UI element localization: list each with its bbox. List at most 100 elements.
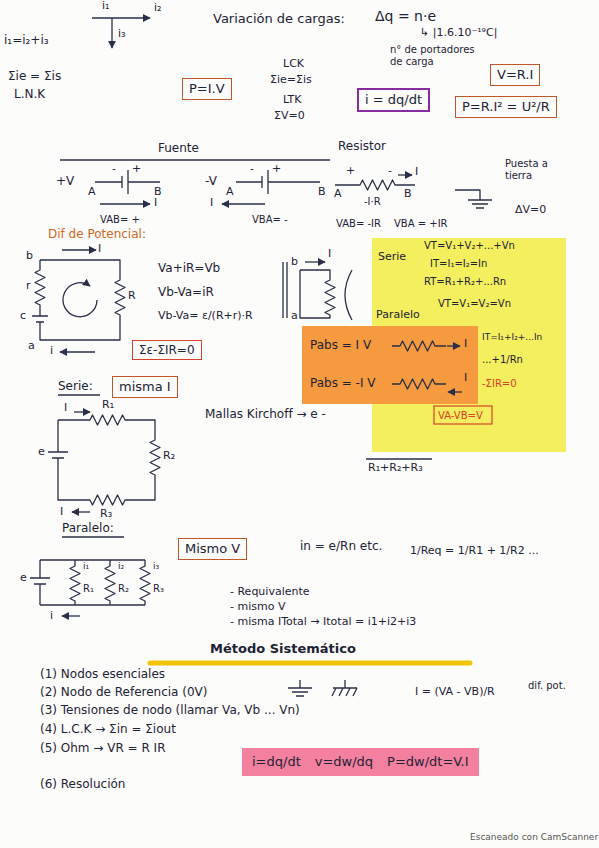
handwritten-note: VAB= +	[100, 214, 140, 226]
handwritten-note: VAB= -IR	[336, 218, 381, 230]
handwritten-note: R	[128, 290, 136, 303]
formula-text: Σε-ΣIR=0	[139, 343, 195, 357]
handwritten-note: i₂	[154, 2, 161, 15]
handwritten-note: -	[112, 163, 116, 176]
formula-text: IT=I₁+I₂+...In	[482, 332, 542, 343]
handwritten-note: i₃	[118, 28, 125, 41]
handwritten-note: n° de portadores de carga	[390, 44, 480, 67]
handwritten-note: I	[464, 338, 467, 351]
handwritten-note: Puesta a tierra	[505, 158, 577, 181]
formula-box: i=dq/dtv=dw/dqP=dw/dt=V.I	[242, 748, 479, 776]
sticky-note: SerieVT=V₁+V₂+...+VnIT=I₁=I₂=InRT=R₁+R₂+…	[372, 238, 566, 452]
handwritten-note: Método Sistemático	[210, 642, 356, 657]
sticky-note: Pabs = I V Pabs = -I V	[302, 326, 478, 404]
handwritten-note: Escaneado con CamScanner	[470, 832, 598, 842]
handwritten-note: Σie = Σis	[8, 70, 61, 84]
handwritten-note: +V	[56, 175, 74, 189]
handwritten-note: c	[20, 310, 26, 323]
handwritten-note: a	[28, 340, 35, 353]
handwritten-note: ΔV=0	[515, 204, 546, 217]
handwritten-note: i₁	[83, 561, 89, 571]
handwritten-note: -I·R	[364, 196, 381, 208]
handwritten-note: r	[26, 280, 31, 293]
formula-box: Mismo V	[178, 538, 247, 560]
handwritten-note: i₁=i₂+i₃	[4, 34, 49, 48]
handwritten-note: Δq = n·e	[375, 8, 436, 24]
handwritten-note: ↳ |1.6.10⁻¹⁹C|	[420, 27, 497, 40]
handwritten-note: a	[291, 310, 298, 323]
handwritten-note: R₂	[118, 583, 129, 595]
formula-box: Σε-ΣIR=0	[132, 340, 202, 360]
handwritten-note: I	[210, 197, 213, 210]
handwritten-note: i₃	[153, 561, 159, 571]
handwritten-note: LTK	[283, 94, 302, 107]
handwritten-note: I	[415, 166, 418, 179]
handwritten-note: I	[60, 506, 63, 519]
handwritten-note: I	[98, 243, 101, 256]
handwritten-note: A	[88, 186, 96, 199]
handwritten-note: i	[50, 610, 53, 623]
handwritten-note: R₁+R₂+R₃	[368, 462, 423, 475]
formula-text: P=R.I² = U²/R	[462, 99, 550, 115]
formula-text: VA-VB=V	[438, 410, 483, 422]
formula-box: V=R.I	[490, 64, 540, 86]
handwritten-note: R₃	[153, 583, 164, 595]
handwritten-note: I = (VA - VB)/R	[415, 686, 495, 699]
handwritten-note: R₁	[102, 399, 114, 412]
handwritten-note: 1/Req = 1/R1 + 1/R2 ...	[410, 545, 539, 558]
handwritten-note: Dif de Potencial:	[48, 228, 146, 242]
formula-text: i = dq/dt	[365, 92, 422, 108]
handwritten-note: Serie:	[58, 380, 93, 394]
highlight-underline	[150, 661, 470, 666]
handwritten-note: b	[291, 256, 298, 269]
handwritten-note: e	[38, 446, 45, 459]
handwritten-note: i₁	[102, 0, 109, 13]
handwritten-note: +	[132, 163, 141, 176]
formula-text: Paralelo	[376, 308, 420, 321]
formula-text: misma I	[119, 379, 171, 395]
formula-text: Mismo V	[185, 541, 240, 557]
handwritten-note: (6) Resolución	[40, 778, 125, 792]
formula-text: ...+1/Rn	[482, 354, 523, 366]
formula-text: Pabs = -I V	[310, 376, 376, 390]
handwritten-note: L.N.K	[14, 88, 45, 102]
handwritten-note: I	[64, 402, 67, 415]
handwritten-note: R₁	[83, 583, 94, 595]
handwritten-note: Σie=Σis	[270, 74, 312, 87]
handwritten-note: B	[318, 186, 326, 199]
formula-text: -ΣIR=0	[482, 378, 517, 390]
handwritten-note: (4) L.C.K → Σin = Σiout	[40, 723, 176, 737]
formula-text: Serie	[378, 250, 406, 263]
handwritten-note: Resistor	[338, 140, 386, 154]
wires	[30, 18, 492, 696]
formula-text: P=dw/dt=V.I	[387, 754, 468, 770]
handwritten-note: Paralelo:	[62, 522, 114, 536]
formula-text: VT=V₁+V₂+...+Vn	[424, 240, 515, 252]
handwritten-note: LCK	[283, 58, 304, 71]
handwritten-note: A	[334, 188, 342, 201]
formula-text: v=dw/dq	[315, 754, 373, 770]
formula-text: V=R.I	[497, 67, 533, 83]
handwritten-note: ΣV=0	[274, 110, 305, 123]
handwritten-note: Va+iR=Vb	[158, 262, 220, 276]
handwritten-note: -	[250, 163, 254, 176]
handwritten-note: dif. pot.	[528, 680, 574, 692]
handwritten-note: b	[26, 250, 33, 263]
handwritten-note: VBA= -	[252, 214, 288, 226]
handwritten-note: Vb-Va=iR	[158, 286, 214, 300]
formula-box: i = dq/dt	[357, 88, 430, 112]
handwritten-note: +	[272, 163, 281, 176]
formula-text: Pabs = I V	[310, 338, 371, 352]
handwritten-note: I	[464, 372, 467, 385]
formula-box: P=I.V	[182, 78, 232, 100]
handwritten-note: VBA = +IR	[394, 218, 448, 230]
formula-text: RT=R₁+R₂+...Rn	[424, 276, 506, 288]
handwritten-note: R₃	[100, 508, 112, 521]
handwritten-note: -	[388, 165, 392, 178]
formula-text: P=I.V	[189, 81, 225, 97]
formula-box: P=R.I² = U²/R	[455, 96, 557, 118]
sticky-notes	[302, 238, 566, 452]
handwritten-note: Fuente	[158, 142, 199, 156]
handwritten-note: B	[404, 188, 412, 201]
